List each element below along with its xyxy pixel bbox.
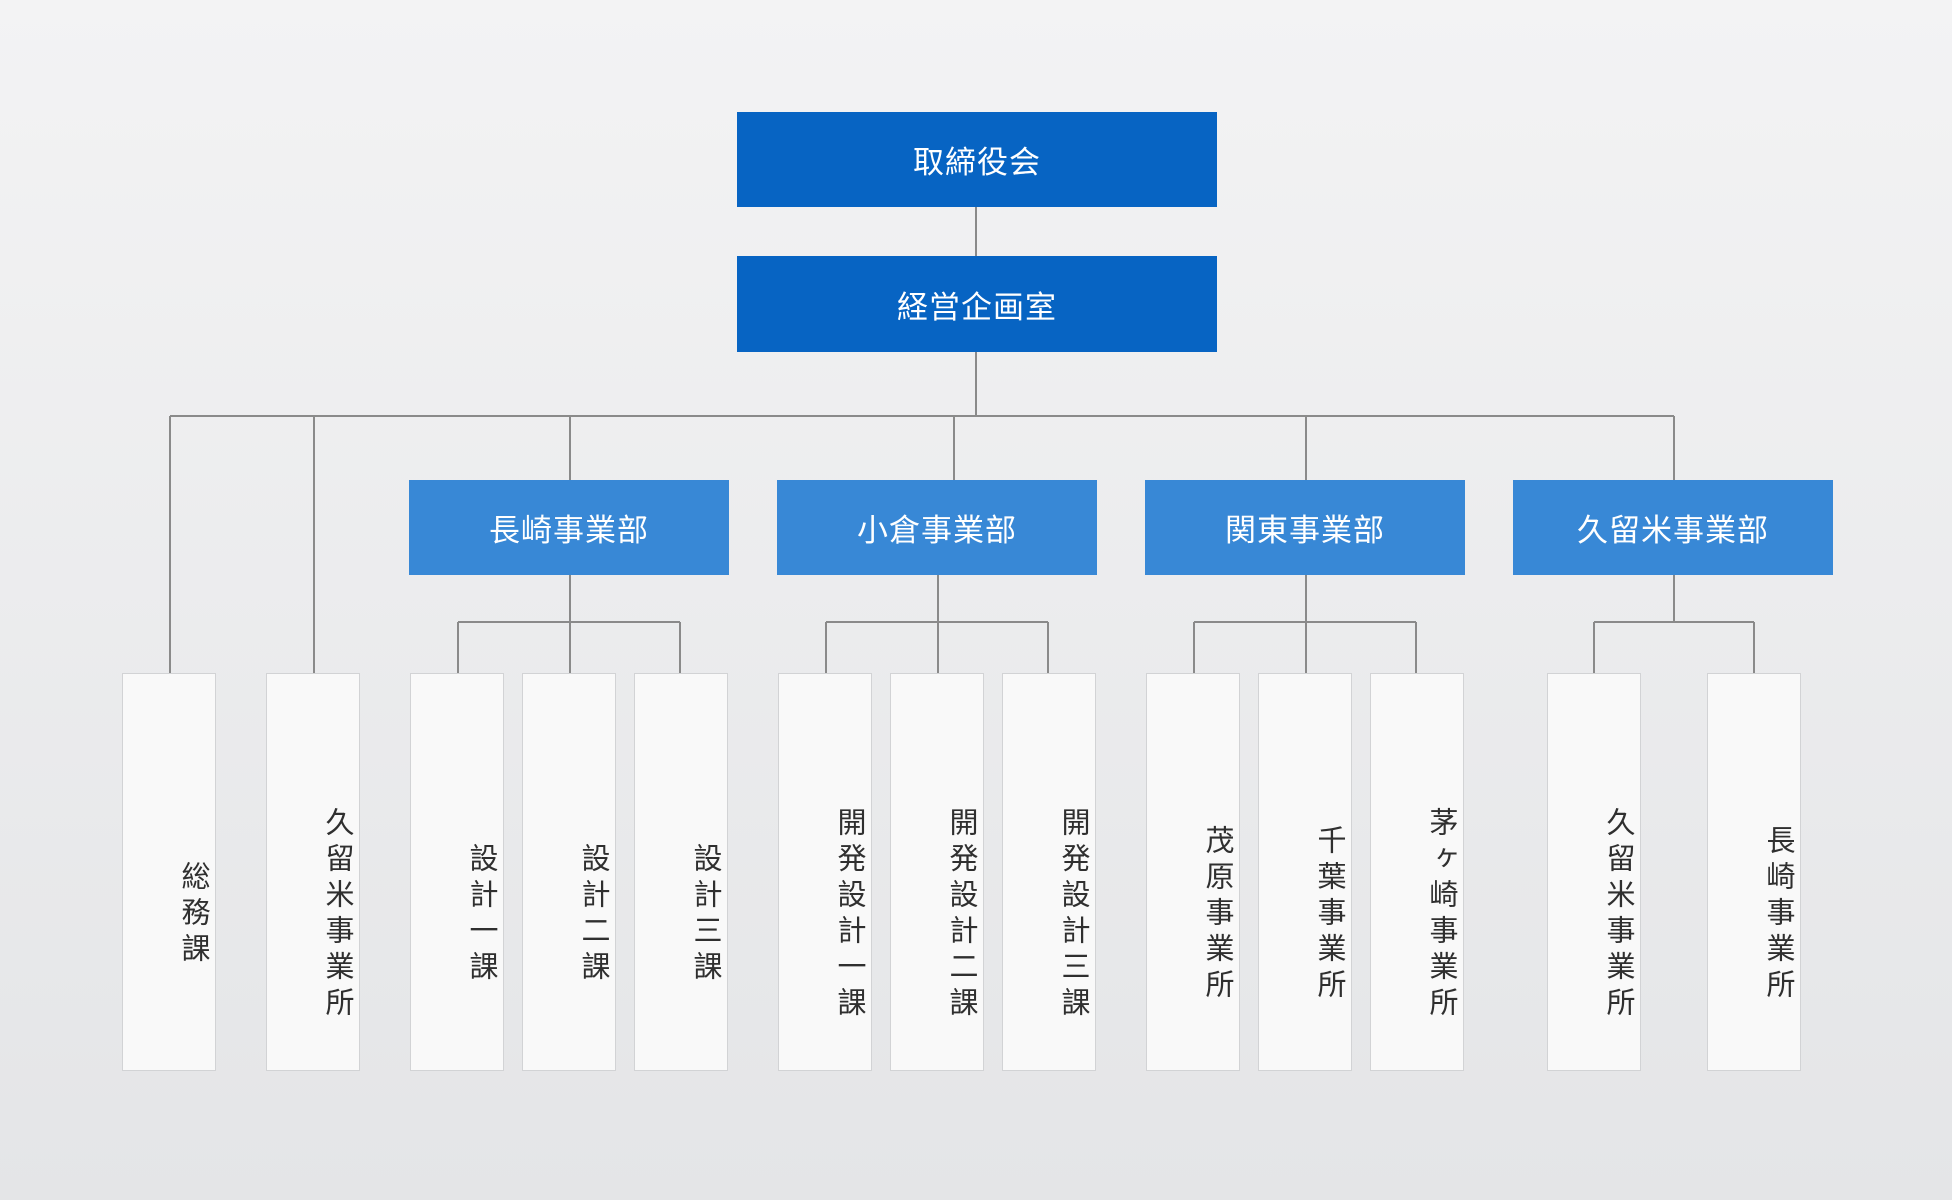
unit-chigasaki: 茅ヶ崎事業所 [1370,673,1464,1071]
unit-nagasaki-office-label: 長崎事業所 [1762,825,1796,1005]
unit-mobara-label: 茂原事業所 [1201,825,1235,1005]
unit-sekkei-1: 設計一課 [410,673,504,1071]
unit-mobara: 茂原事業所 [1146,673,1240,1071]
kokura-department-label: 小倉事業部 [857,513,1017,549]
unit-kaihatsu-1-label: 開発設計一課 [833,807,867,1023]
unit-kaihatsu-1: 開発設計一課 [778,673,872,1071]
kokura-department-box: 小倉事業部 [777,480,1097,575]
board-label: 取締役会 [913,145,1041,181]
planning-office-box: 経営企画室 [737,256,1217,352]
unit-kaihatsu-2-label: 開発設計二課 [945,807,979,1023]
unit-kaihatsu-3: 開発設計三課 [1002,673,1096,1071]
nagasaki-department-label: 長崎事業部 [489,513,649,549]
kurume-department-label: 久留米事業部 [1577,513,1769,549]
kanto-department-label: 関東事業部 [1225,513,1385,549]
unit-chiba-label: 千葉事業所 [1313,825,1347,1005]
unit-somu-label: 総務課 [177,861,211,969]
unit-nagasaki-office: 長崎事業所 [1707,673,1801,1071]
unit-kurume-dept-office: 久留米事業所 [1547,673,1641,1071]
kurume-department-box: 久留米事業部 [1513,480,1833,575]
unit-sekkei-2-label: 設計二課 [577,843,611,987]
unit-chigasaki-label: 茅ヶ崎事業所 [1425,807,1459,1023]
unit-kurume-office-label: 久留米事業所 [321,807,355,1023]
unit-chiba: 千葉事業所 [1258,673,1352,1071]
unit-somu: 総務課 [122,673,216,1071]
unit-kurume-dept-office-label: 久留米事業所 [1602,807,1636,1023]
kanto-department-box: 関東事業部 [1145,480,1465,575]
unit-sekkei-3: 設計三課 [634,673,728,1071]
unit-sekkei-3-label: 設計三課 [689,843,723,987]
unit-sekkei-1-label: 設計一課 [465,843,499,987]
unit-kurume-office: 久留米事業所 [266,673,360,1071]
unit-sekkei-2: 設計二課 [522,673,616,1071]
unit-kaihatsu-2: 開発設計二課 [890,673,984,1071]
unit-kaihatsu-3-label: 開発設計三課 [1057,807,1091,1023]
planning-office-label: 経営企画室 [897,289,1057,326]
board-box: 取締役会 [737,112,1217,207]
nagasaki-department-box: 長崎事業部 [409,480,729,575]
